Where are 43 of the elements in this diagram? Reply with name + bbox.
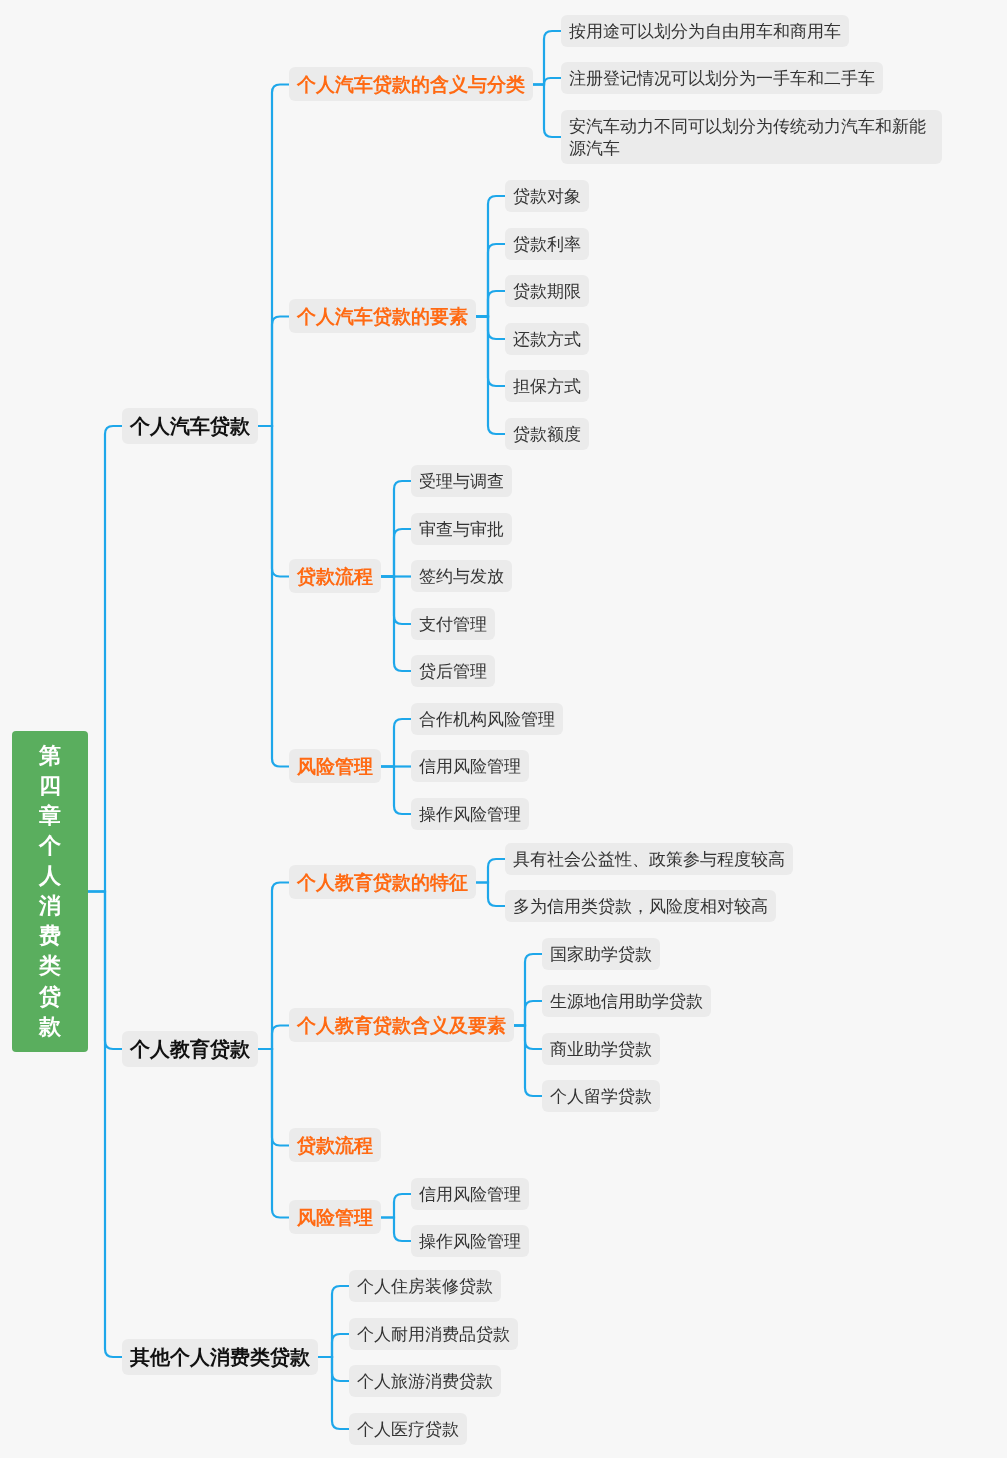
leaf-box: 个人耐用消费品贷款 [349,1318,518,1351]
leaf-box: 操作风险管理 [411,1225,529,1258]
connector [381,1216,411,1243]
leaf-box: 贷款对象 [505,180,589,213]
topic-box: 个人教育贷款含义及要素 [289,1007,514,1043]
leaf-box: 个人住房装修贷款 [349,1270,501,1303]
leaf-box: 签约与发放 [411,560,512,593]
leaf-box: 生源地信用助学贷款 [542,985,711,1018]
topic-box: 贷款流程 [289,1127,381,1163]
leaf-box: 贷后管理 [411,655,495,688]
leaf-box: 商业助学贷款 [542,1033,660,1066]
leaf-box: 受理与调查 [411,465,512,498]
leaf-box: 具有社会公益性、政策参与程度较高 [505,843,793,876]
topic-box: 风险管理 [289,748,381,784]
leaf-box: 个人旅游消费贷款 [349,1365,501,1398]
leaf-box: 国家助学贷款 [542,938,660,971]
leaf-box: 贷款利率 [505,228,589,261]
leaf-box: 按用途可以划分为自由用车和商用车 [561,15,849,48]
leaf-box: 担保方式 [505,370,589,403]
leaf-box: 合作机构风险管理 [411,703,563,736]
topic-box: 个人汽车贷款的含义与分类 [289,66,533,102]
topic-box: 风险管理 [289,1199,381,1235]
topic-box: 个人教育贷款的特征 [289,864,476,900]
leaf-box: 个人留学贷款 [542,1080,660,1113]
leaf-box: 操作风险管理 [411,798,529,831]
leaf-box: 个人医疗贷款 [349,1413,467,1446]
branch-box: 个人汽车贷款 [122,408,258,444]
leaf-box: 信用风险管理 [411,750,529,783]
leaf-box: 审查与审批 [411,513,512,546]
topic-box: 个人汽车贷款的要素 [289,298,476,334]
topic-box: 贷款流程 [289,558,381,594]
leaf-box: 注册登记情况可以划分为一手车和二手车 [561,62,883,95]
connector [476,881,505,908]
branch-box: 个人教育贷款 [122,1031,258,1067]
leaf-box: 信用风险管理 [411,1178,529,1211]
leaf-box: 贷款额度 [505,418,589,451]
leaf-box: 安汽车动力不同可以划分为传统动力汽车和新能源汽车 [561,110,942,165]
leaf-box: 贷款期限 [505,275,589,308]
branch-box: 其他个人消费类贷款 [122,1339,318,1375]
leaf-box: 多为信用类贷款，风险度相对较高 [505,890,776,923]
root-box: 第四章个人消费类贷款 [12,730,88,1052]
leaf-box: 支付管理 [411,608,495,641]
leaf-box: 还款方式 [505,323,589,356]
